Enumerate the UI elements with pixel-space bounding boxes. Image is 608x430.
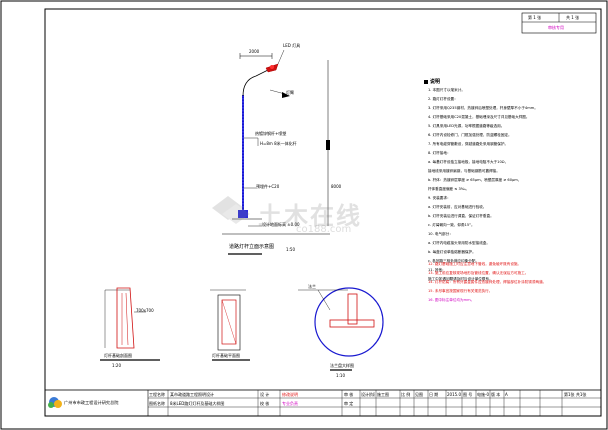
- red-note: 修改说明: [282, 392, 298, 397]
- body-note-1: 热镀锌钢杆+喷塑: [255, 131, 287, 136]
- detail-flange: [298, 287, 384, 371]
- note-line: 1. 本图尺寸以毫米计。: [428, 88, 465, 92]
- base-note: 预埋件+C20: [256, 184, 280, 189]
- note-line: b. 每盏灯设单独熔断器保护。: [428, 250, 476, 254]
- pole-scale: 1:50: [286, 247, 295, 252]
- stage-value: 施工图: [377, 392, 389, 397]
- sheet-cell-a: 第 1 张: [528, 15, 542, 20]
- num-value: 电施-07: [477, 392, 489, 397]
- note-line: 7. 所有电缆穿管敷设，穿越道路处采用钢管保护。: [428, 142, 509, 146]
- ground-note: 设计地面标高 ±0.00: [262, 222, 300, 227]
- magenta-note: 专业负责: [282, 401, 298, 406]
- note-red-line: 13. 施工前应复核现场地形及管线位置，确认无误后方可施工。: [428, 271, 529, 275]
- pole-title: 道路灯杆立面示意图: [229, 244, 275, 250]
- detail3-label: 法兰: [308, 284, 316, 289]
- pole-base: [238, 210, 248, 218]
- note-line: b. 杆体：热镀锌层厚度 ≥ 65μm，喷塑层厚度 ≥ 60μm，: [428, 178, 522, 182]
- note-line: 施工中如遇问题请及时与设计单位联系。: [428, 277, 493, 281]
- note-line: 杆体垂直度偏差 ≤ 3‰。: [428, 187, 470, 191]
- ver-value: A: [505, 392, 508, 397]
- body-note-2: H=8m 8米一体化杆: [260, 141, 297, 146]
- project-name: 某市政道路工程照明设计: [170, 392, 214, 397]
- note-magenta-line: 16. 图中标注单位均为mm。: [428, 298, 475, 302]
- detail1-title: 灯杆基础剖面图: [104, 353, 132, 358]
- num-label: 图 号: [463, 392, 473, 397]
- note-red-line: 14. 灯杆防腐：所有外露金属件应热镀锌处理，焊接部位补涂防锈漆两道。: [428, 280, 547, 284]
- note-line: 5. 灯具采用LED光源，功率根据道路等级选用。: [428, 124, 505, 128]
- detail1-dim: 700x700: [136, 308, 154, 313]
- note-line: 2. 路灯灯杆设置：: [428, 97, 458, 101]
- note-line: a. 灯杆安装前，应对基础进行验收。: [428, 205, 487, 209]
- sheet-cell-b: 共 1 张: [566, 15, 580, 20]
- approve-label: 审 定: [344, 401, 354, 406]
- pole-elevation: [222, 49, 330, 255]
- detail1-scale: 1:20: [112, 363, 121, 368]
- company-name: 广州市市政工程设计研究总院: [64, 400, 119, 405]
- scale-value: 见图: [415, 392, 423, 397]
- drawing-name: 8米LED路灯灯杆及基础大样图: [170, 401, 225, 406]
- note-line: a. 灯杆内电缆接头采用防水型接线盒。: [428, 241, 490, 245]
- project-label: 工程名称: [149, 392, 165, 397]
- note-red-line: 12. 路灯基础施工时应注意地下管线，避免破坏既有设施。: [428, 262, 522, 266]
- note-line: c. 各回路三相负荷应均衡分配。: [428, 259, 479, 263]
- note-line: b. 灯杆安装后进行调直，保证灯杆垂直。: [428, 214, 494, 218]
- date-label: 日 期: [429, 392, 439, 397]
- scale-label: 比 例: [401, 392, 411, 397]
- review-label: 审 核: [344, 392, 354, 397]
- detail-foundation-plan: [210, 289, 250, 361]
- date-value: 2015.06: [447, 392, 461, 397]
- detail3-title: 法兰盘大样图: [330, 363, 354, 368]
- company-logo: [48, 397, 62, 408]
- note-line: 10. 电气部分：: [428, 232, 453, 236]
- pole-arm: [242, 69, 269, 97]
- stage-label: 设计阶段: [361, 392, 375, 397]
- notes-red: 12. 路灯基础施工时应注意地下管线，避免破坏既有设施。 13. 施工前应复核现…: [428, 262, 598, 308]
- note-line: c. 灯臂朝向一致，仰角15°。: [428, 223, 475, 227]
- review-stamp: 审核专用: [548, 25, 564, 30]
- design-label: 设 计: [260, 392, 270, 397]
- notes-body: 1. 本图尺寸以毫米计。 2. 路灯灯杆设置： 3. 灯杆采用Q235钢材，热镀…: [428, 88, 598, 308]
- notes-heading: 说明: [430, 79, 441, 85]
- note-line: 6. 灯杆内设检修门，门框加强处理，防盗螺栓固定。: [428, 133, 512, 137]
- detail3-scale: 1:10: [336, 373, 345, 378]
- note-line: 11. 其他：: [428, 268, 446, 272]
- lamp-note: LED 灯具: [283, 43, 301, 48]
- ver-label: 版 本: [491, 392, 501, 397]
- note-line: a. 每基灯杆设独立接地极，接地电阻不大于10Ω，: [428, 160, 509, 164]
- pole-height-dim: 8000: [331, 184, 342, 189]
- note-red-line: 15. 未尽事宜按国家现行有关规范执行。: [428, 289, 493, 293]
- note-line: 8. 灯杆接地：: [428, 151, 451, 155]
- watermark-url: co188.com: [296, 224, 352, 235]
- drawing-label: 图纸名称: [149, 401, 165, 406]
- detail2-title: 灯杆基础平面图: [212, 353, 240, 358]
- watermark-logo: [212, 196, 250, 224]
- sheet-info: 第1张 共1张: [564, 392, 587, 397]
- check-label: 校 核: [260, 401, 270, 406]
- watermark-text: 土木在线: [258, 202, 362, 230]
- pole-top-dim: 2000: [249, 49, 260, 54]
- note-line: 4. 灯杆基础采用C20混凝土，基础埋深及尺寸详见基础大样图。: [428, 115, 530, 119]
- detail-foundation-section: [100, 287, 160, 361]
- note-line: 接地线采用镀锌扁钢，与基础钢筋可靠焊接。: [428, 169, 500, 173]
- arm-note: 灯臂: [286, 90, 294, 95]
- note-line: 9. 安装要求：: [428, 196, 451, 200]
- title-block-grid: [44, 389, 602, 417]
- note-line: 3. 灯杆采用Q235钢材，热镀锌后喷塑处理，杆身壁厚不小于4mm。: [428, 106, 538, 110]
